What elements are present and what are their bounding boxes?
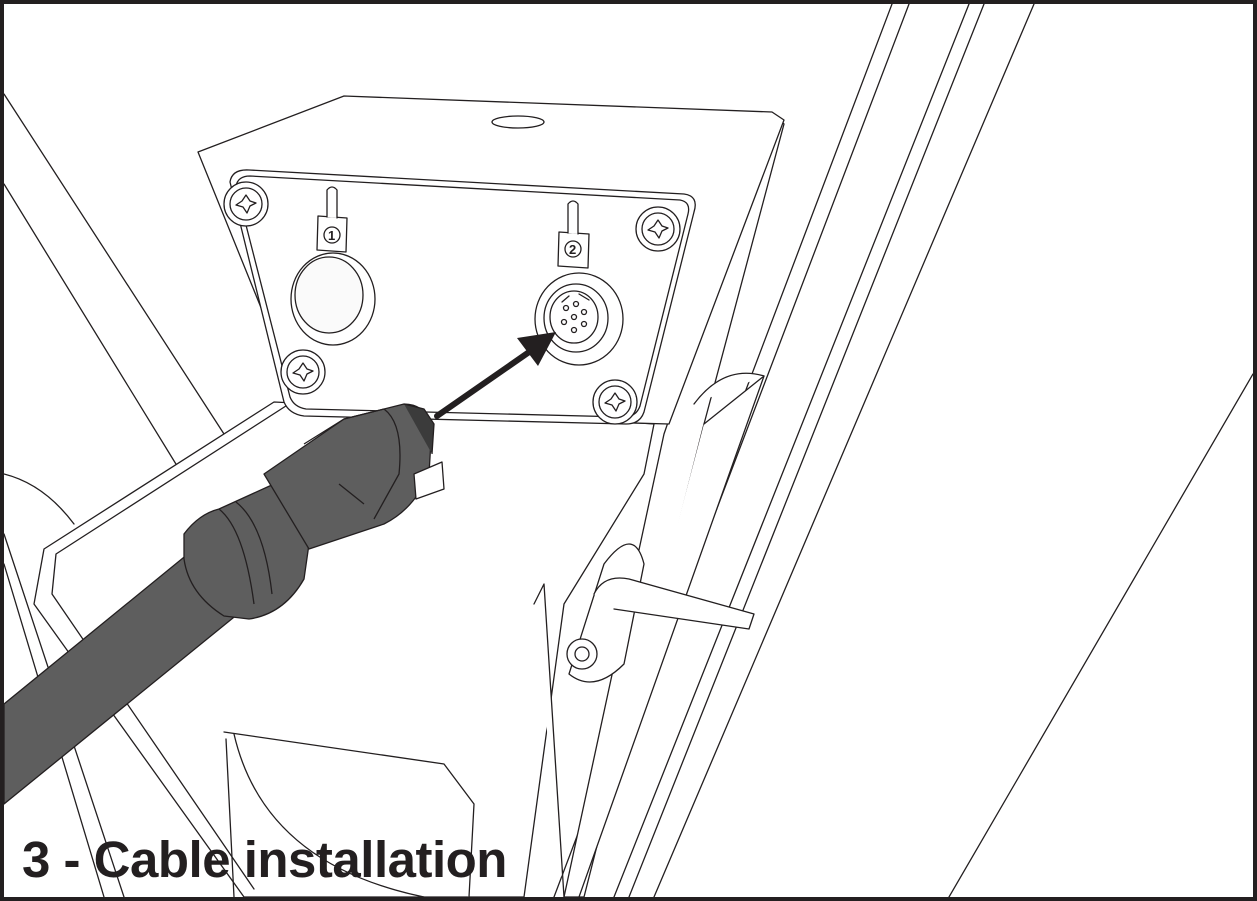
- side-channel: [533, 113, 785, 897]
- port-1-cap: [290, 252, 376, 346]
- torx-screw-icon: [223, 181, 269, 227]
- svg-text:1: 1: [328, 228, 335, 243]
- connector-port-icon: [557, 200, 590, 269]
- connector-port-icon: [316, 186, 348, 253]
- torx-screw-icon: [280, 349, 326, 395]
- step-title: 3 - Cable installation: [22, 831, 507, 888]
- arrow-icon: [434, 332, 556, 419]
- cable-plug-icon: [4, 403, 445, 805]
- cable-installation-illustration: 1 2: [4, 4, 1253, 897]
- torx-screw-icon: [635, 206, 681, 252]
- port-2-socket: [534, 272, 624, 366]
- torx-screw-icon: [592, 379, 638, 425]
- svg-text:2: 2: [569, 242, 576, 257]
